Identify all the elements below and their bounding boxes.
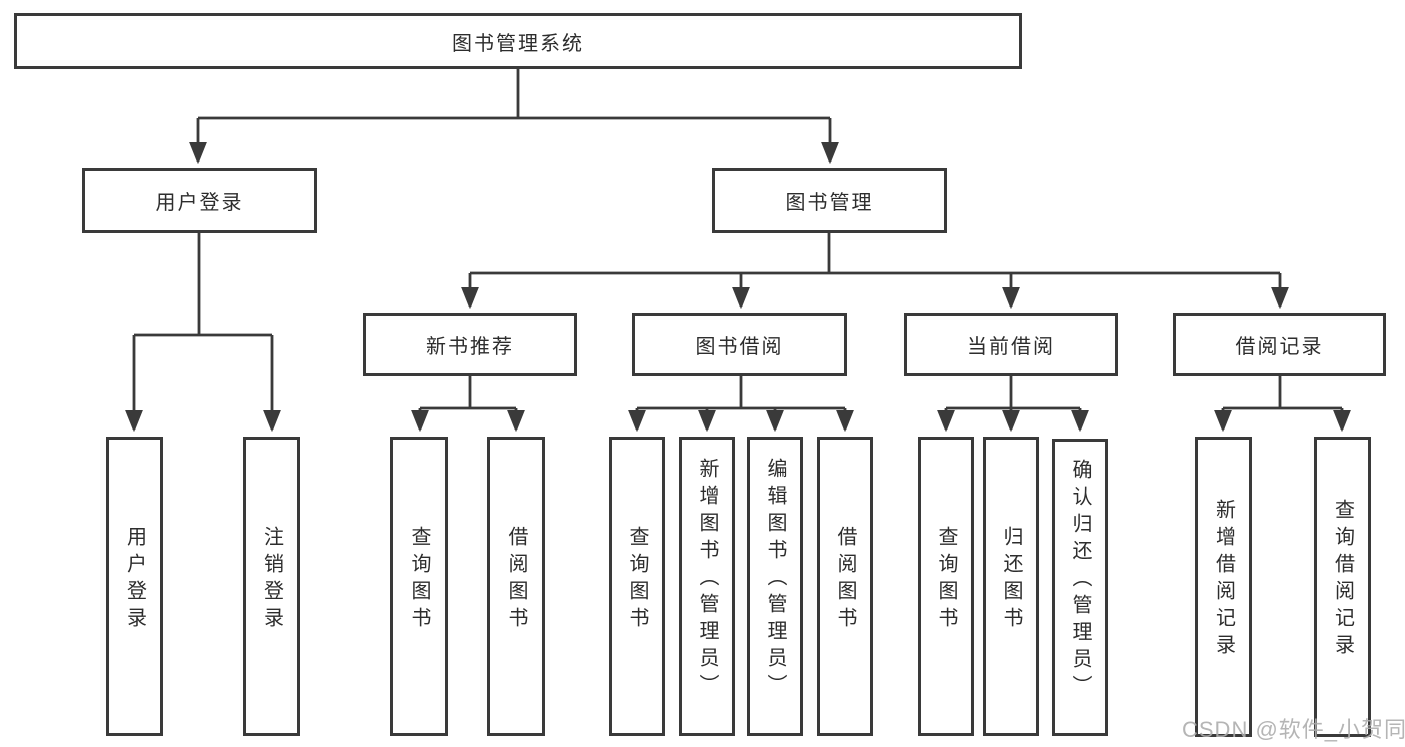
leaf-query-books-current: 查询图书 <box>918 437 974 736</box>
node-current-borrow: 当前借阅 <box>904 313 1118 376</box>
leaf-query-books-borrow: 查询图书 <box>609 437 665 736</box>
node-label: 用户登录 <box>123 525 146 634</box>
node-label: 借阅图书 <box>505 525 527 634</box>
leaf-edit-book-admin: 编辑图书（管理员） <box>747 437 803 736</box>
leaf-borrow-books-recommend: 借阅图书 <box>487 437 545 736</box>
node-label: 当前借阅 <box>967 336 1055 358</box>
node-label: 归还图书 <box>1000 525 1022 634</box>
leaf-logout: 注销登录 <box>243 437 300 736</box>
node-label: 注销登录 <box>260 525 283 634</box>
leaf-confirm-return-admin: 确认归还（管理员） <box>1052 439 1108 736</box>
leaf-query-books-recommend: 查询图书 <box>390 437 448 736</box>
leaf-borrow-books: 借阅图书 <box>817 437 873 736</box>
node-label: 新增借阅记录 <box>1212 499 1235 661</box>
node-borrow-records: 借阅记录 <box>1173 313 1386 376</box>
csdn-watermark: CSDN @软件_小贺同学 <box>1182 717 1405 742</box>
node-label: 图书管理系统 <box>452 32 584 55</box>
node-label: 借阅记录 <box>1235 336 1324 358</box>
node-label: 借阅图书 <box>834 525 856 634</box>
node-label: 图书管理 <box>785 192 874 214</box>
node-label: 查询借阅记录 <box>1331 499 1354 661</box>
leaf-query-borrow-record: 查询借阅记录 <box>1314 437 1371 737</box>
node-user-login: 用户登录 <box>82 168 317 233</box>
node-book-management: 图书管理 <box>712 168 947 233</box>
node-label: 查询图书 <box>935 525 957 634</box>
leaf-user-login: 用户登录 <box>106 437 163 736</box>
node-label: 查询图书 <box>408 525 430 634</box>
node-new-book-recommend: 新书推荐 <box>363 313 577 376</box>
leaf-add-book-admin: 新增图书（管理员） <box>679 437 735 736</box>
node-label: 编辑图书（管理员） <box>764 458 786 701</box>
node-label: 用户登录 <box>155 192 244 214</box>
node-label: 图书借阅 <box>695 336 784 358</box>
node-library-management-system: 图书管理系统 <box>14 13 1022 69</box>
node-label: 查询图书 <box>626 525 648 634</box>
node-label: 新书推荐 <box>426 336 514 358</box>
leaf-return-book: 归还图书 <box>983 437 1039 736</box>
node-label: 新增图书（管理员） <box>696 458 718 701</box>
node-book-borrow: 图书借阅 <box>632 313 847 376</box>
leaf-add-borrow-record: 新增借阅记录 <box>1195 437 1252 737</box>
node-label: 确认归还（管理员） <box>1069 459 1091 702</box>
